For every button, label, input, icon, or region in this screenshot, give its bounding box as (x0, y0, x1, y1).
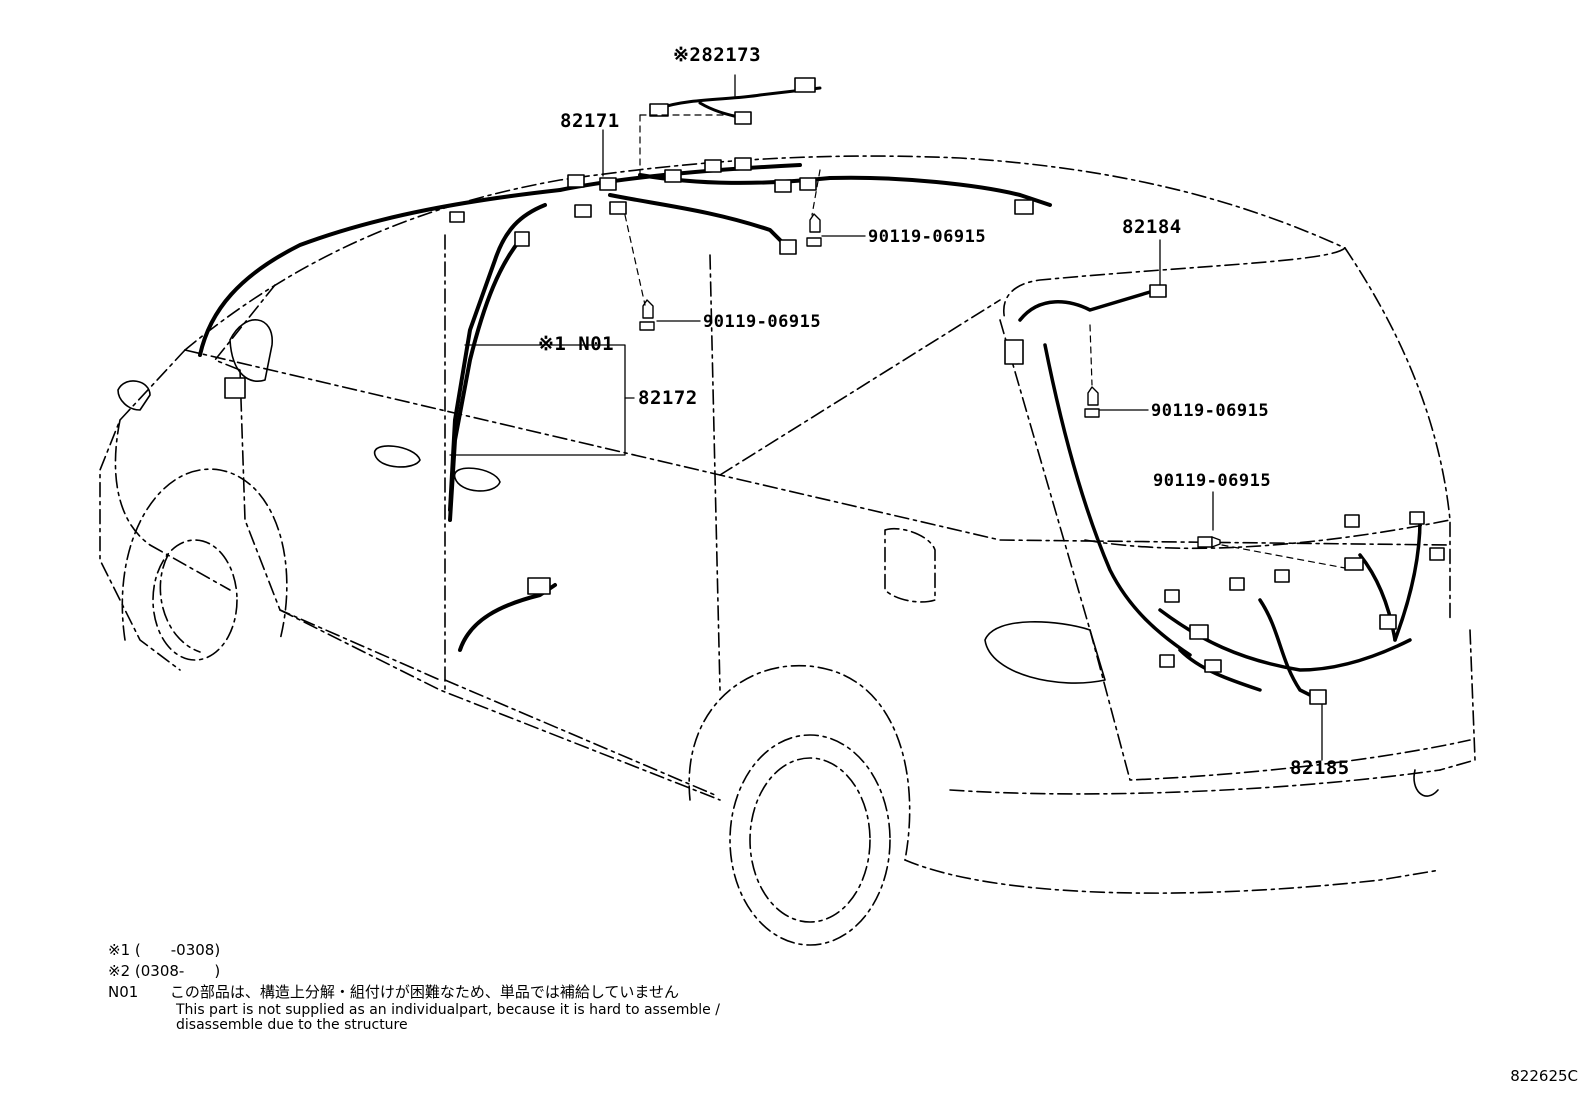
part-label-82184: 82184 (1122, 216, 1182, 238)
harness-side-82172 (448, 238, 522, 522)
body-details (117, 319, 1439, 797)
footnotes: ※1 ( -0308) ※2 (0308- ) N01 この部品は、構造上分解・… (108, 940, 720, 1033)
part-label-82172: 82172 (638, 387, 698, 409)
dashed-leaders (624, 114, 1346, 569)
bolt-label-2: 90119-06915 (703, 312, 822, 332)
bolt-label-1: 90119-06915 (868, 227, 987, 247)
bolt-icon (639, 213, 1221, 548)
connectors (224, 77, 1445, 705)
bolt-label-4: 90119-06915 (1153, 471, 1272, 491)
footnote-n01-en-1: This part is not supplied as an individu… (176, 1002, 720, 1018)
harness-rear-82184 (1018, 290, 1192, 657)
note-label-n01: ※1 N01 (538, 333, 615, 355)
footnote-n01-code: N01 (108, 983, 139, 1001)
bolt-label-3: 90119-06915 (1151, 401, 1270, 421)
footnote-n01: N01 この部品は、構造上分解・組付けが困難なため、単品では補給していません (108, 982, 720, 1003)
part-label-82171: 82171 (560, 110, 620, 132)
front-wheel (121, 468, 288, 661)
footnote-n01-jp: この部品は、構造上分解・組付けが困難なため、単品では補給していません (169, 983, 679, 1001)
rear-wheel (688, 665, 911, 946)
van-body-outline (99, 155, 1476, 894)
footnote-2: ※2 (0308- ) (108, 962, 221, 980)
footnote-1: ※1 ( -0308) (108, 941, 221, 959)
leader-lines (449, 74, 1323, 761)
harness-door (458, 583, 557, 652)
part-label-82185: 82185 (1290, 757, 1350, 779)
part-label-82173: ※282173 (673, 44, 762, 66)
footnote-n01-en-2: disassemble due to the structure (176, 1017, 408, 1033)
figure-code: 822625C (1510, 1067, 1578, 1085)
